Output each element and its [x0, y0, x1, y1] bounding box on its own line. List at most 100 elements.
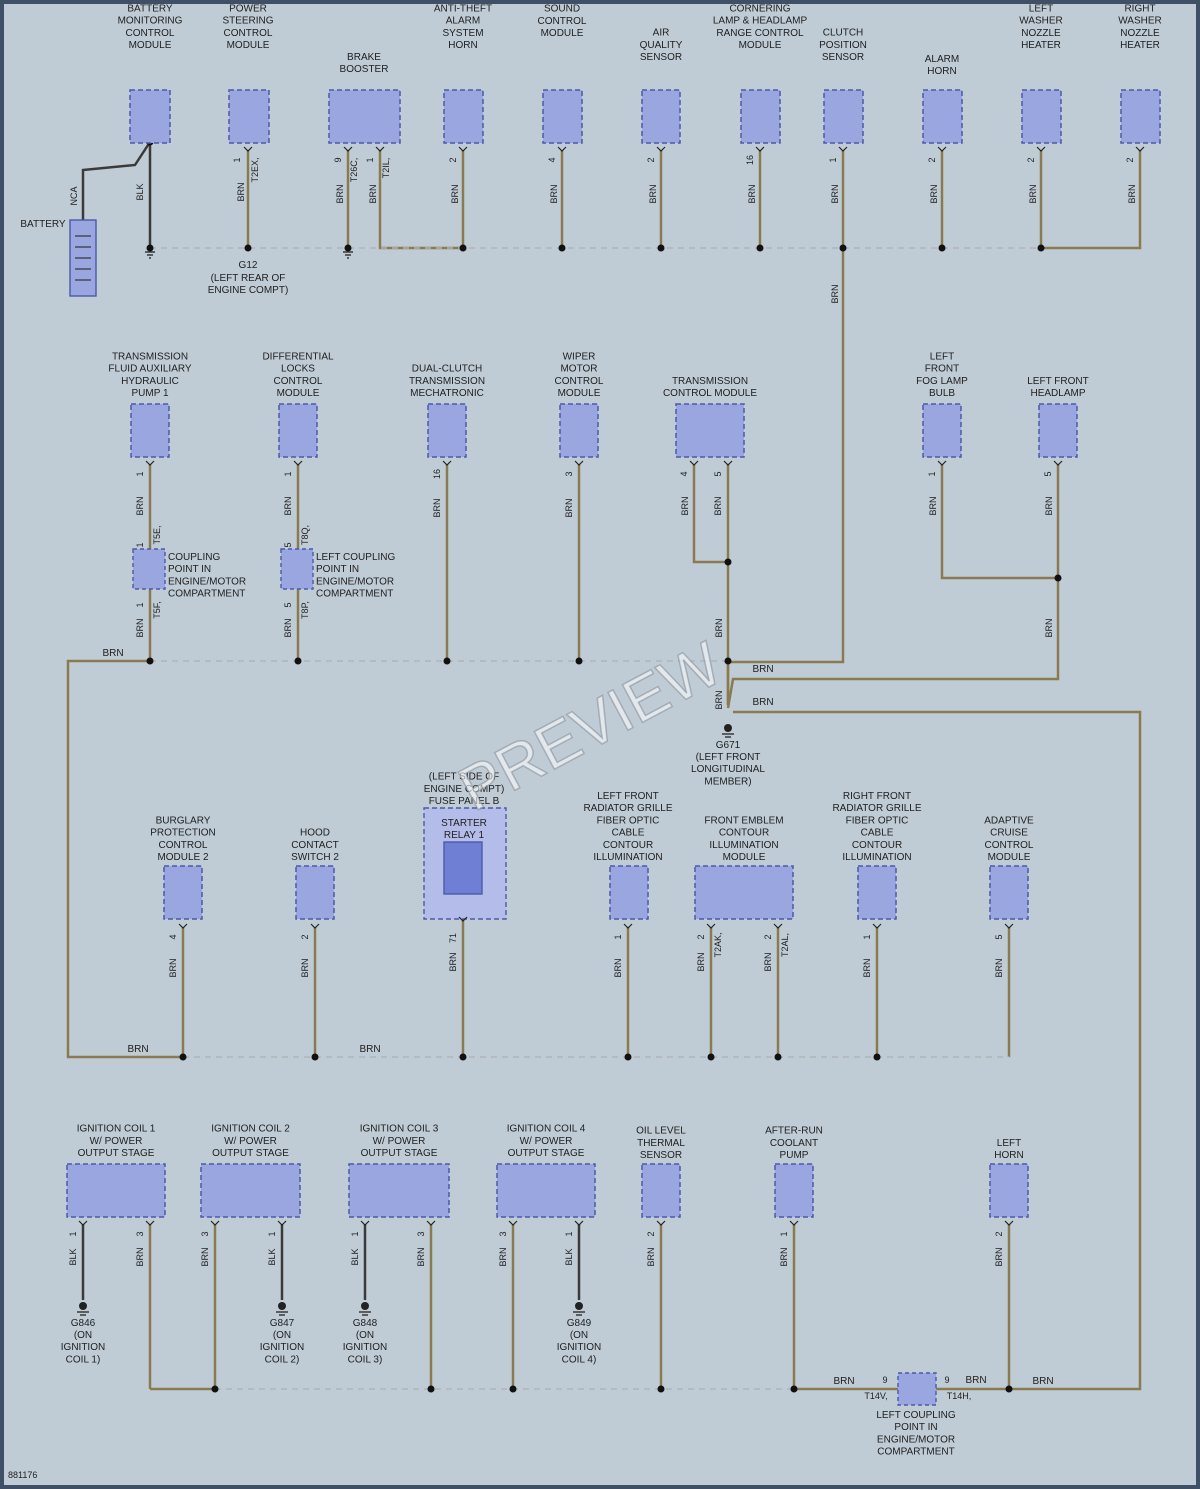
connector-pin: [508, 1220, 518, 1226]
connector-pin: [442, 460, 452, 466]
module-box-row2: [559, 403, 599, 458]
connector-pin: [243, 146, 253, 152]
connector-label: T8P,: [300, 601, 310, 619]
wire-color-label: BRN: [646, 1247, 656, 1266]
splice-dot: [146, 657, 154, 665]
connector-pin: [178, 923, 188, 929]
connector-pin: [1036, 146, 1046, 152]
module-box-row1: [740, 89, 781, 144]
wire-color-label: BRN: [1028, 184, 1038, 203]
connector-pin: [343, 146, 353, 152]
module-box-row3: [857, 865, 897, 920]
connector-label: T2EX,: [250, 157, 260, 182]
module-box-row2: [1038, 403, 1078, 458]
pin-label: 1: [613, 934, 623, 939]
coupling-box-1: [132, 548, 166, 590]
ignition-coil-box: [200, 1163, 301, 1218]
wire-color-label: BRN: [830, 184, 840, 203]
module-box-row2: [130, 403, 170, 458]
coupling-box-2: [280, 548, 314, 590]
battery-nca-label: NCA: [69, 186, 79, 205]
pin-label: 3: [200, 1231, 210, 1236]
pin-label: 3: [416, 1231, 426, 1236]
wire-left-bus: [66, 659, 183, 1059]
connector-pin: [937, 146, 947, 152]
splice-dot: [294, 657, 302, 665]
module-box-row1: [129, 89, 171, 144]
wire-headlamp: [726, 464, 1060, 709]
ignition-coil-box: [348, 1163, 450, 1218]
wire-clutch-position: [728, 150, 845, 664]
splice-dot: [707, 1053, 715, 1061]
wire-color-label: BRN: [648, 184, 658, 203]
wire-color-label: BRN: [359, 1044, 380, 1055]
splice-dot: [873, 1053, 881, 1061]
connector-pin: [1004, 1220, 1014, 1226]
pin-label: 3: [135, 1231, 145, 1236]
wire-washer-heaters: [1039, 150, 1142, 250]
module-box-row1: [823, 89, 864, 144]
pin-label: 5: [713, 471, 723, 476]
pin-label: 5: [283, 542, 293, 547]
wire-color-label: BRN: [300, 958, 310, 977]
module-box-row3: [163, 865, 203, 920]
connector-pin: [789, 1220, 799, 1226]
module-box-row1: [228, 89, 270, 144]
wire-color-label: BRN: [498, 1247, 508, 1266]
wire-color-label: BRN: [1044, 618, 1054, 637]
module-box-row2: [922, 403, 962, 458]
wire-color-label: BRN: [714, 618, 724, 637]
ground-eyelet: [278, 1302, 286, 1310]
connector-label: T14H,: [947, 1391, 972, 1401]
wire-color-label: BLK: [267, 1248, 277, 1265]
module-box-row2: [675, 403, 745, 458]
connector-label: T5F,: [152, 601, 162, 619]
wire-color-label: BRN: [1044, 496, 1054, 515]
module-box-row1: [1021, 89, 1062, 144]
coupling-box-bottom: [897, 1372, 937, 1406]
wire-brake-booster-2: [378, 150, 463, 250]
pin-label: 5: [1043, 471, 1053, 476]
pin-label: 71: [448, 933, 458, 943]
wire-color-label: BRN: [613, 958, 623, 977]
connector-label: T14V,: [864, 1391, 887, 1401]
battery-symbol: [69, 219, 97, 297]
ground-id: G847: [270, 1318, 295, 1329]
wire-color-label: BRN: [335, 184, 345, 203]
splice-dot: [311, 1053, 319, 1061]
wire-color-label: BRN: [779, 1247, 789, 1266]
ground-id: G12: [239, 260, 258, 271]
pin-label: 9: [333, 157, 343, 162]
pin-label: 1: [135, 602, 145, 607]
wire-color-label: BRN: [416, 1247, 426, 1266]
wire-color-label: BLK: [350, 1248, 360, 1265]
connector-pin: [773, 923, 783, 929]
pin-label: 1: [267, 1231, 277, 1236]
pin-label: 1: [283, 471, 293, 476]
connector-label: T2AL,: [780, 933, 790, 957]
pin-label: 2: [696, 934, 706, 939]
wire-tcm-4: [692, 464, 728, 564]
connector-pin: [310, 923, 320, 929]
connector-pin: [755, 146, 765, 152]
pin-label: 1: [350, 1231, 360, 1236]
pin-label: 2: [300, 934, 310, 939]
pin-label: 1: [828, 157, 838, 162]
connector-pin: [1053, 460, 1063, 466]
connector-pin: [623, 923, 633, 929]
